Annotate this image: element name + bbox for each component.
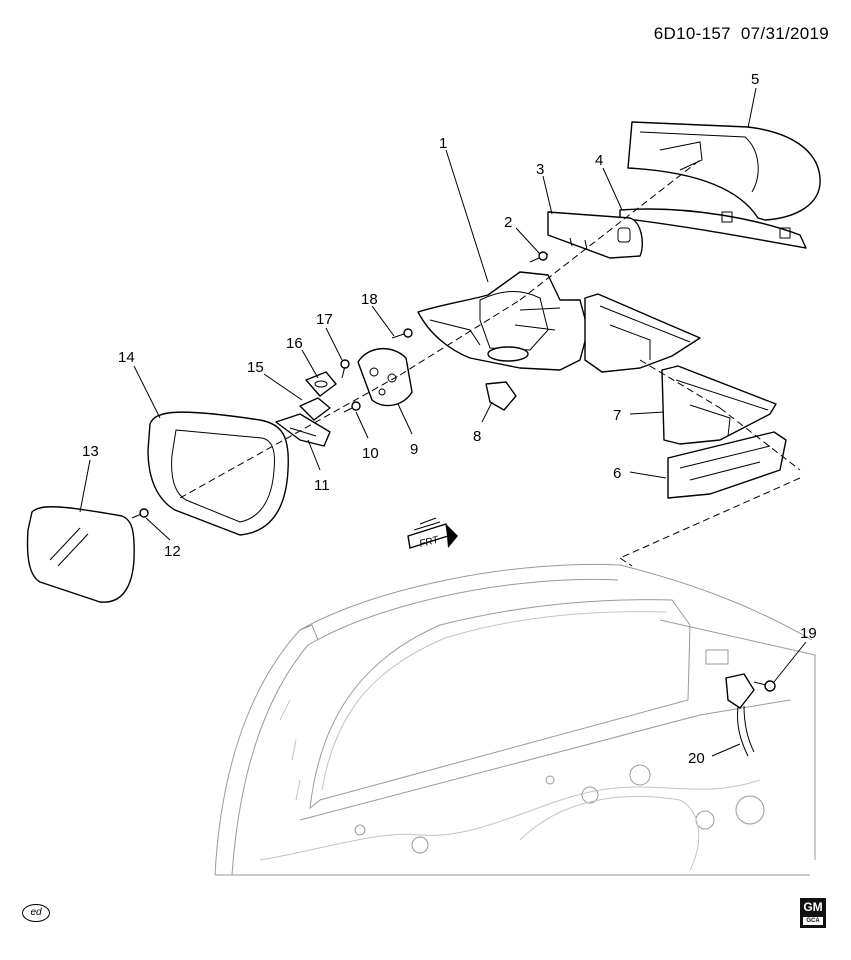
- part-19-bolt: [753, 680, 776, 692]
- callout-13: 13: [82, 443, 99, 460]
- diagram-date: 07/31/2019: [740, 24, 829, 43]
- part-10-screw: [343, 401, 361, 413]
- callout-7: 7: [613, 407, 621, 424]
- part-20-harness: [725, 673, 755, 757]
- part-6-lower-housing: [667, 431, 787, 499]
- fwd-label: FRT: [418, 534, 440, 550]
- part-16-bracket: [305, 371, 337, 397]
- diagram-code: 6D10-157: [653, 24, 731, 43]
- callout-5: 5: [751, 71, 759, 88]
- part-13-mirror-glass: [26, 506, 135, 603]
- part-2-screw: [529, 251, 549, 263]
- callout-18: 18: [361, 291, 378, 308]
- gm-logo: GM GCA: [800, 898, 826, 928]
- part-5-housing-cover: [627, 121, 821, 221]
- leader-lines: [79, 87, 807, 757]
- callout-8: 8: [473, 428, 481, 445]
- ed-badge-text: ed: [30, 907, 42, 918]
- callout-17: 17: [316, 311, 333, 328]
- part-12-screw: [131, 508, 149, 519]
- callout-2: 2: [504, 214, 512, 231]
- callout-11: 11: [314, 477, 330, 494]
- part-7-housing-shell: [584, 293, 777, 445]
- forward-direction-marker: FRT: [407, 517, 458, 550]
- part-1-mirror-base: [417, 271, 589, 371]
- part-15-mount: [299, 397, 331, 421]
- assembly-centerlines: [179, 159, 801, 567]
- callout-20: 20: [688, 750, 705, 767]
- part-4-trim-strip: [619, 208, 807, 249]
- callout-6: 6: [613, 465, 621, 482]
- callout-1: 1: [439, 135, 447, 152]
- callout-15: 15: [247, 359, 264, 376]
- part-14-glass-frame: [147, 411, 289, 536]
- part-18-screw: [391, 328, 413, 339]
- gm-logo-mark: GM: [803, 900, 823, 914]
- callout-3: 3: [536, 161, 544, 178]
- callout-9: 9: [410, 441, 418, 458]
- callout-4: 4: [595, 152, 603, 169]
- callout-19: 19: [800, 625, 817, 642]
- callout-16: 16: [286, 335, 303, 352]
- part-11-bracket: [275, 413, 331, 447]
- part-17-screw: [340, 359, 350, 379]
- callout-numbers: 1 2 3 4 5 6 7 8 9 10 11 12 13 14 15 16 1…: [82, 71, 817, 767]
- door-outline: [214, 563, 816, 876]
- part-3-signal-lamp: [547, 211, 643, 259]
- part-9-actuator-motor: [357, 348, 413, 407]
- callout-10: 10: [362, 445, 379, 462]
- ed-badge: ed: [22, 904, 50, 922]
- gm-logo-sub: GCA: [803, 917, 823, 925]
- diagram-header: 6D10-157 07/31/2019: [654, 24, 829, 44]
- part-8-clip: [485, 381, 517, 411]
- callout-14: 14: [118, 349, 135, 366]
- callout-12: 12: [164, 543, 181, 560]
